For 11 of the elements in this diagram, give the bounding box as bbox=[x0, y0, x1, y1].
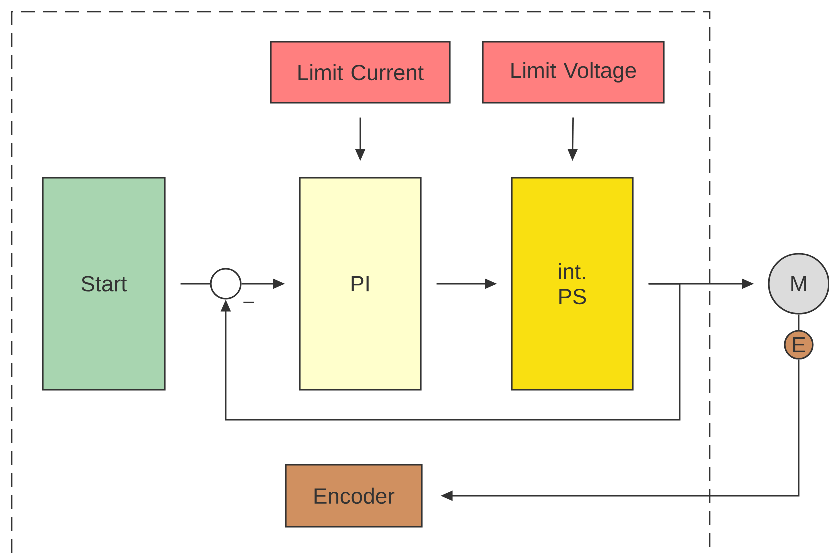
limit-box: Limit Current bbox=[270, 41, 451, 104]
limit-box: Limit Voltage bbox=[482, 41, 665, 104]
power-supply-box: int. PS bbox=[511, 177, 634, 391]
arrow bbox=[220, 283, 681, 421]
encoder-box: Encoder bbox=[285, 464, 423, 528]
summing-junction bbox=[210, 268, 242, 300]
minus-sign: − bbox=[244, 302, 254, 304]
connector-line bbox=[180, 283, 210, 285]
start-box: Start bbox=[42, 177, 166, 391]
controller-box: PI bbox=[299, 177, 422, 391]
connector-line bbox=[798, 314, 800, 330]
